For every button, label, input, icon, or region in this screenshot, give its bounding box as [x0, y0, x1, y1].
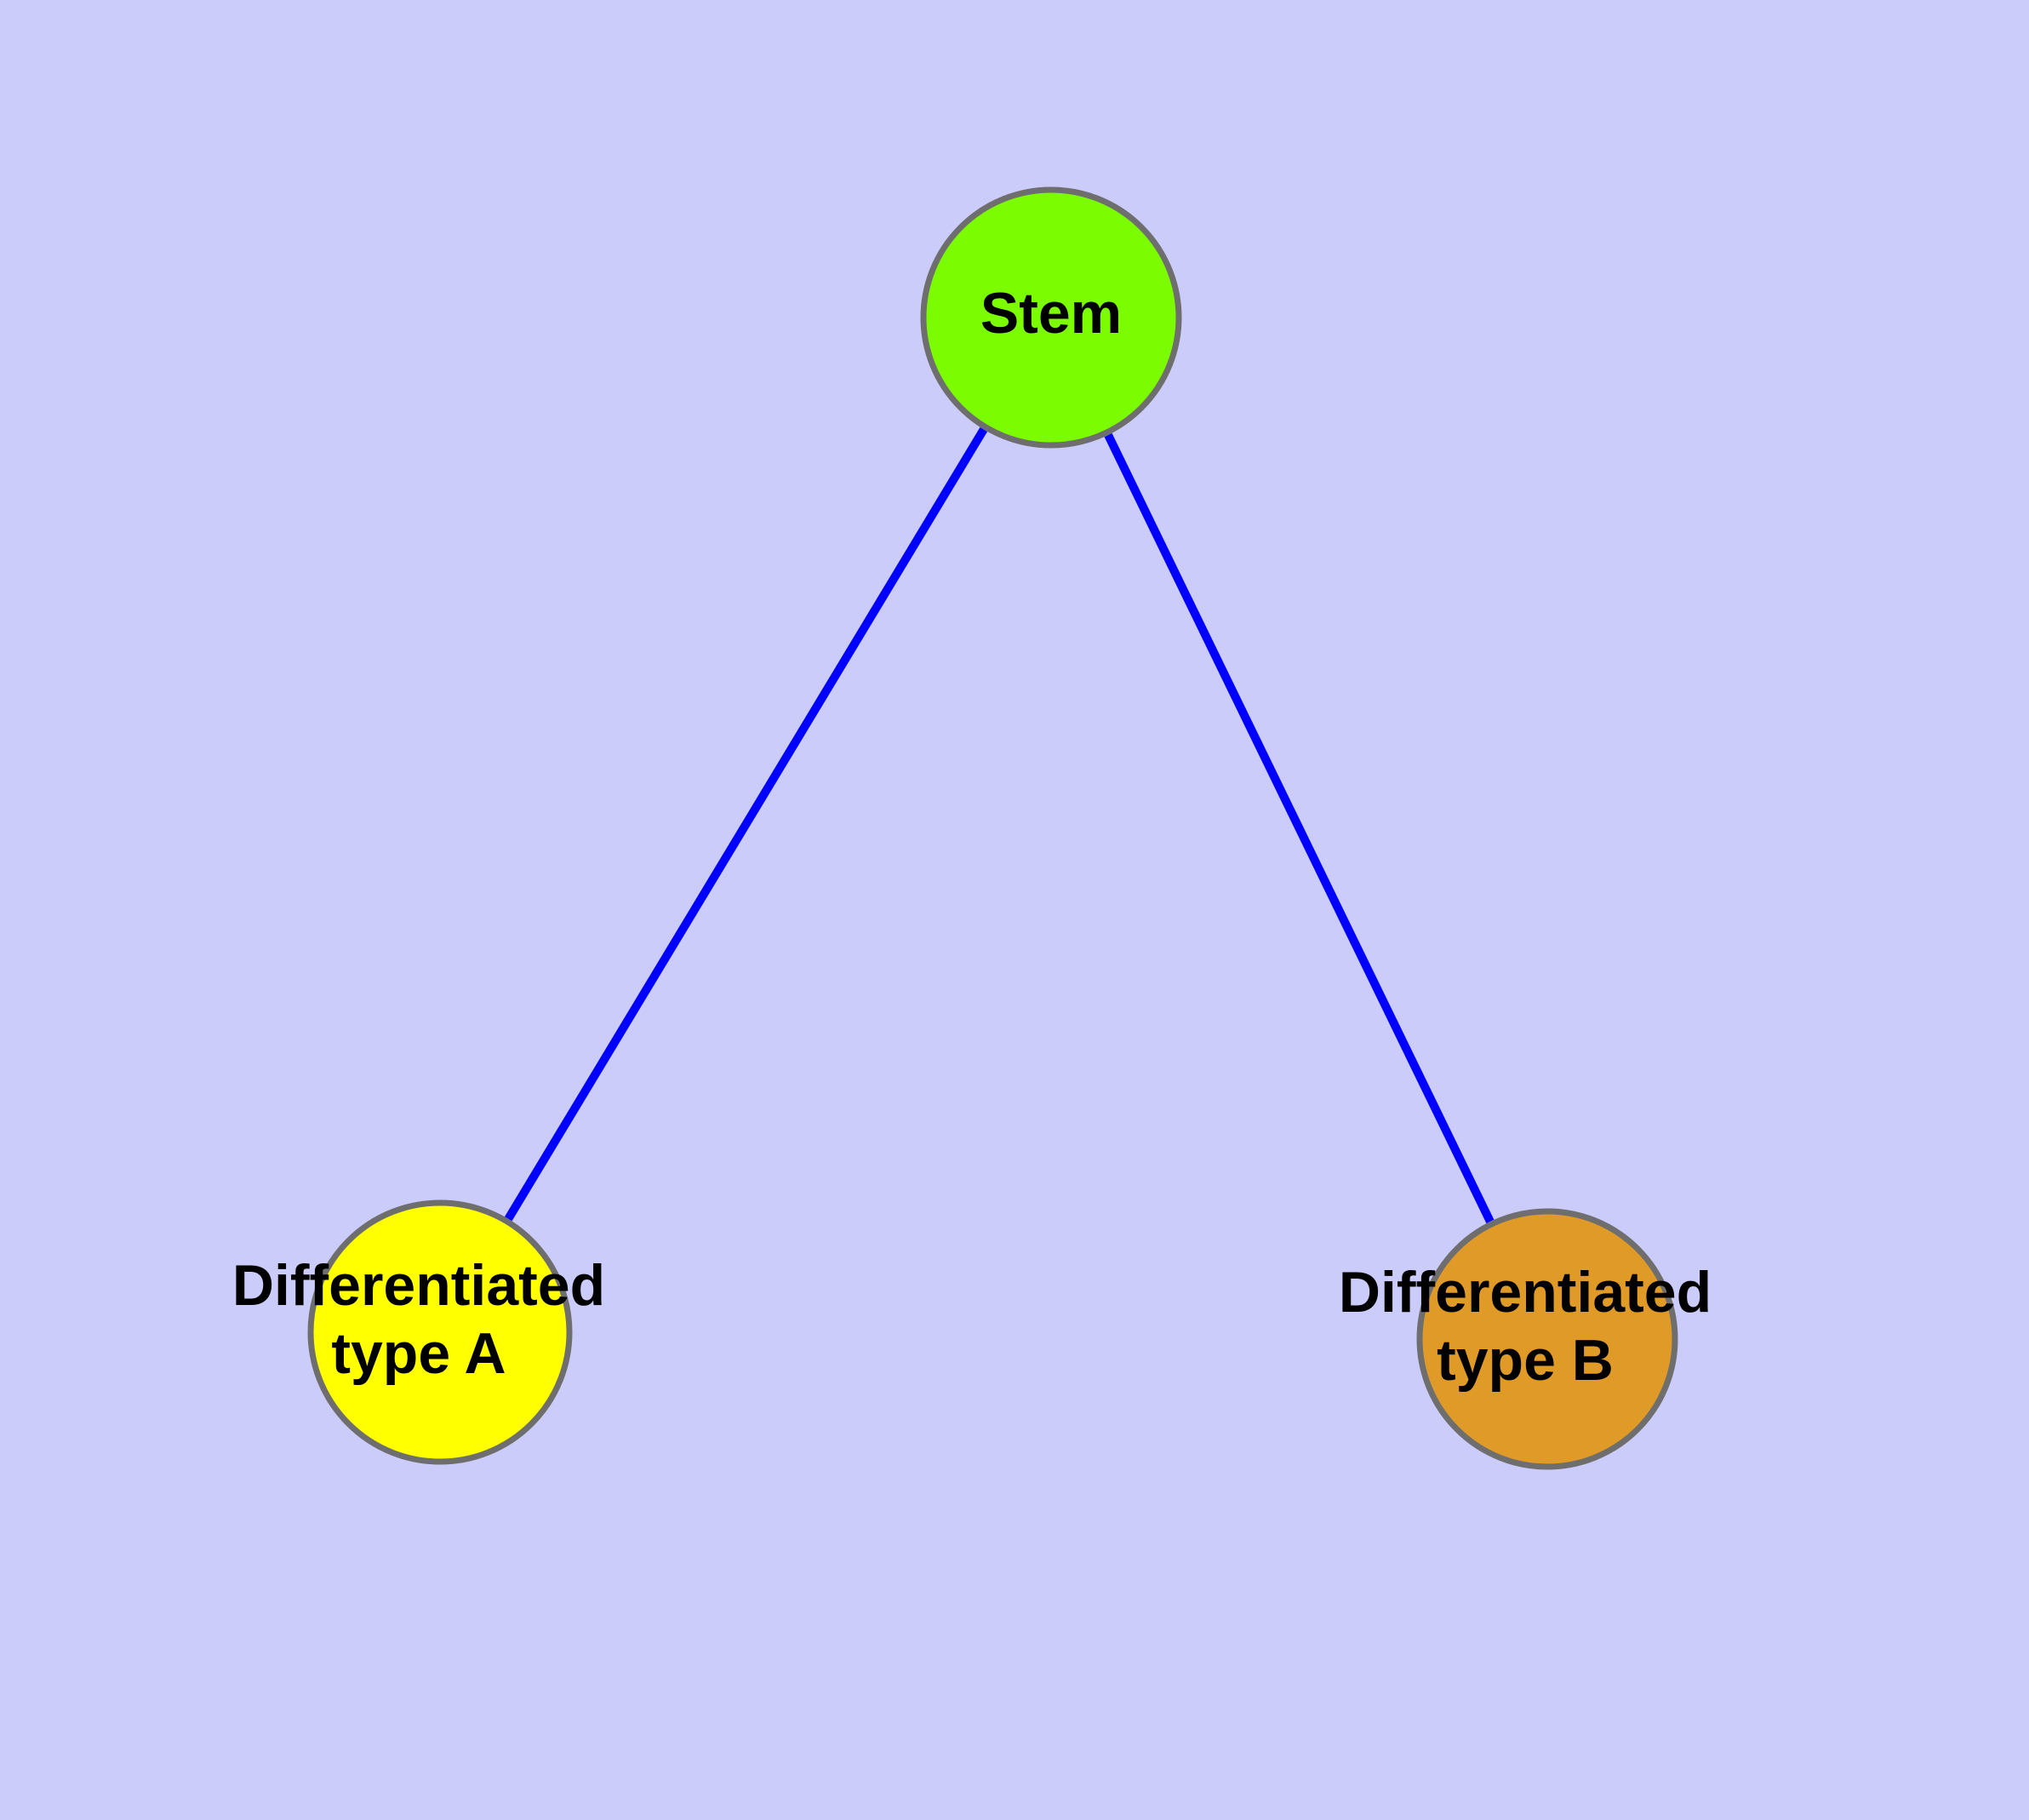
- node-label-line: Differentiated: [1339, 1260, 1712, 1325]
- node-diff_a[interactable]: [307, 1199, 573, 1465]
- node-label-line: type A: [331, 1321, 506, 1386]
- node-stem[interactable]: [920, 186, 1182, 449]
- node-label-stem: Stem: [980, 281, 1122, 346]
- edge-layer: [504, 426, 1495, 1224]
- edge-stem-diff-a[interactable]: [504, 426, 988, 1222]
- node-label-line: Differentiated: [232, 1253, 605, 1318]
- node-label-line: Stem: [980, 281, 1122, 346]
- node-diff_b[interactable]: [1416, 1208, 1678, 1470]
- node-layer: [307, 186, 1678, 1470]
- node-label-line: type B: [1437, 1328, 1614, 1393]
- edge-stem-diff-b[interactable]: [1104, 432, 1495, 1224]
